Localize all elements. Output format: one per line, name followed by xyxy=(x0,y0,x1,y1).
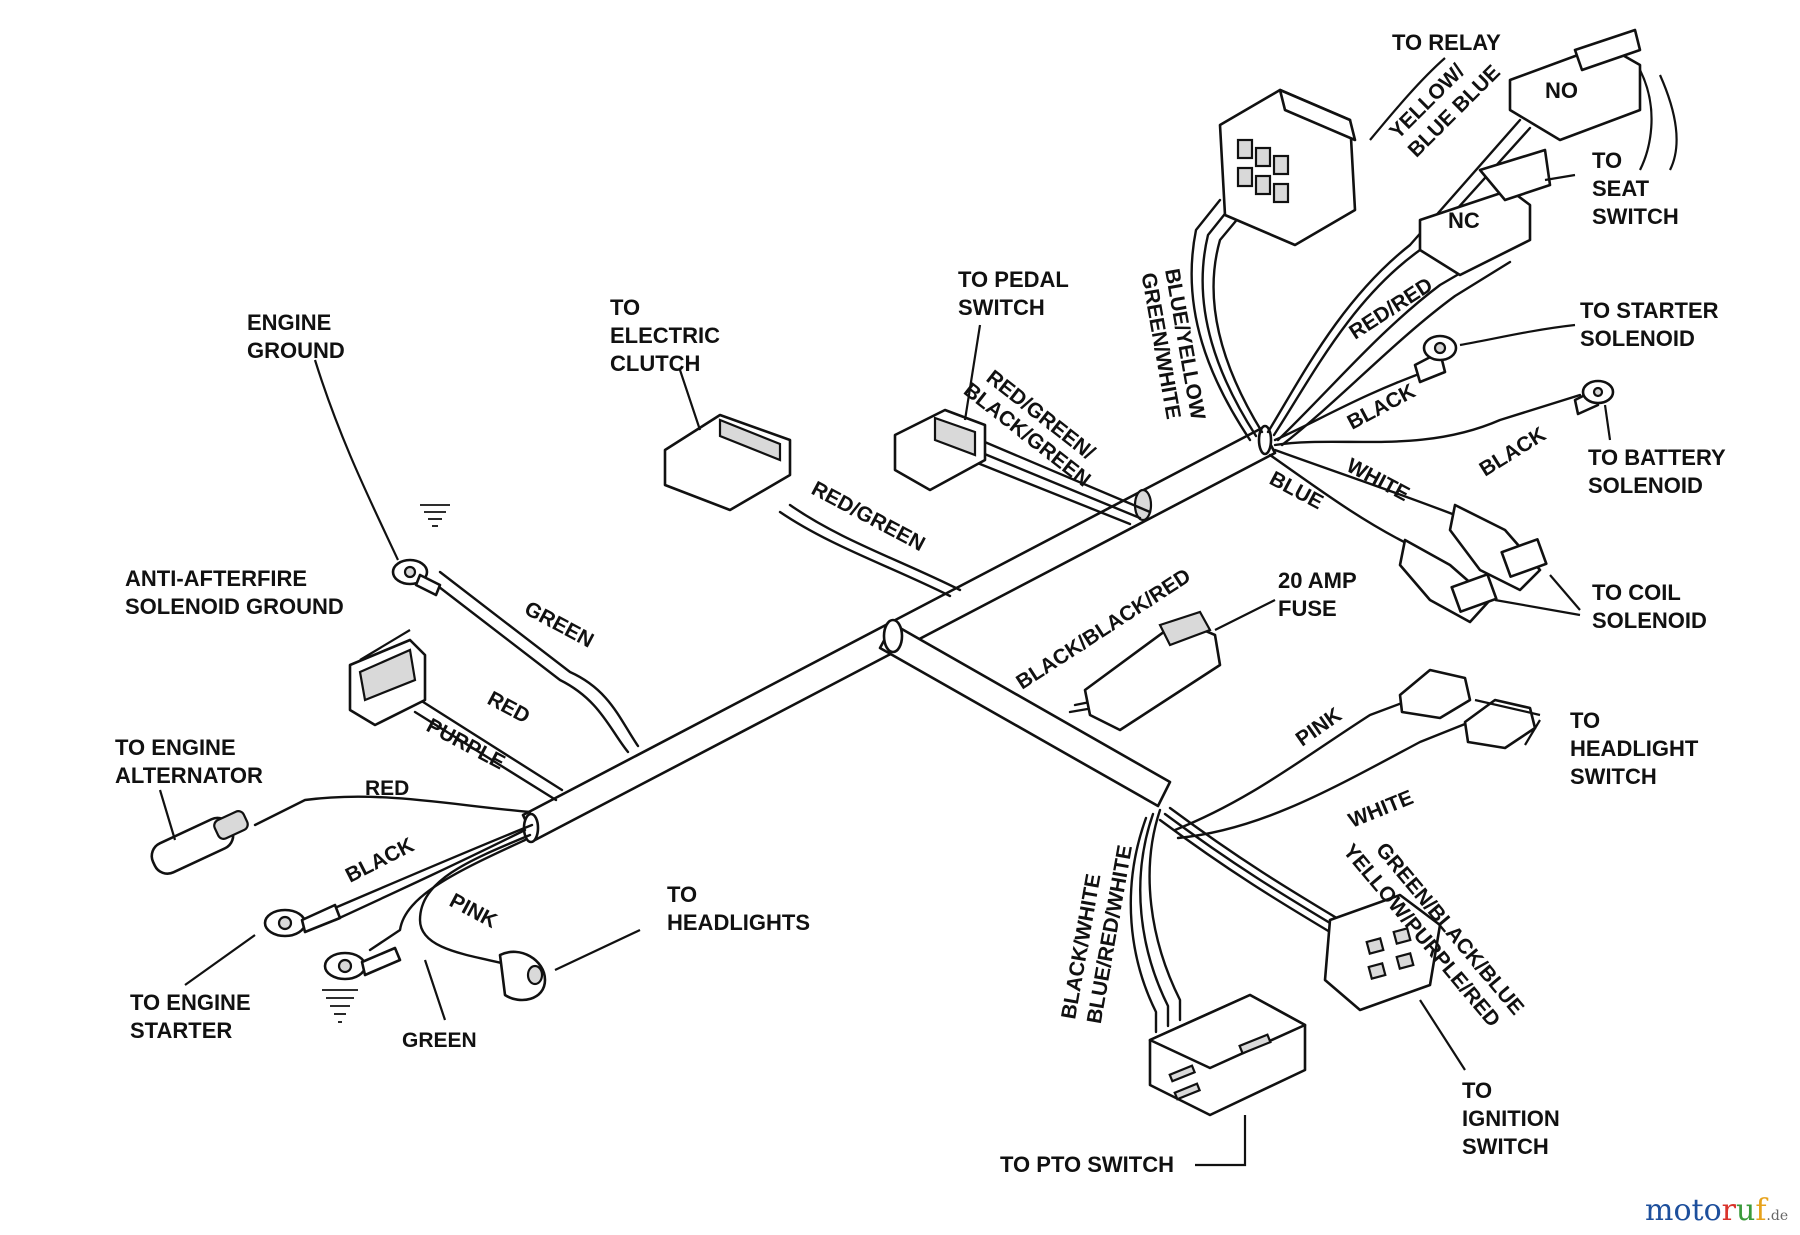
watermark-letter: o xyxy=(1704,1193,1722,1228)
connector-coil-lower xyxy=(1398,538,1498,624)
label-electric-clutch: TO ELECTRIC CLUTCH xyxy=(610,295,726,376)
label-to-relay: TO RELAY xyxy=(1392,30,1501,55)
watermark-letter: u xyxy=(1736,1193,1755,1228)
watermark-letter: o xyxy=(1673,1193,1691,1228)
watermark: motoruf.de xyxy=(1645,1193,1788,1228)
wire-labels: YELLOW/ BLUE BLUE BLUE/YELLOW GREEN/WHIT… xyxy=(342,60,1550,1052)
label-fuse: 20 AMP FUSE xyxy=(1278,568,1362,621)
connector-alternator xyxy=(150,810,249,875)
no-marking: NO xyxy=(1545,78,1578,103)
label-engine-ground: ENGINE GROUND xyxy=(247,310,345,363)
label-seat-switch: TO SEAT SWITCH xyxy=(1592,148,1679,229)
terminal-green-ground xyxy=(322,946,402,1023)
label-ignition-switch: TO IGNITION SWITCH xyxy=(1462,1078,1566,1159)
connector-headlight-switch-upper xyxy=(1398,668,1472,720)
watermark-letter: m xyxy=(1645,1193,1673,1228)
wire-pink-headlight: PINK xyxy=(1292,703,1346,751)
wire-black-battery: BLACK xyxy=(1475,423,1550,481)
connector-coil-upper xyxy=(1448,503,1548,592)
connector-headlights xyxy=(498,950,547,1002)
harness-clamp xyxy=(1133,488,1153,522)
harness-split-ring xyxy=(882,618,904,654)
connector-pto-switch xyxy=(1148,993,1307,1117)
connector-electric-clutch xyxy=(663,413,792,512)
wires xyxy=(253,118,1582,1034)
wire-green-bottom: GREEN xyxy=(402,1029,477,1052)
leader-arrows xyxy=(158,57,1678,1167)
connector-ignition-switch xyxy=(1323,893,1442,1012)
label-coil-solenoid: TO COIL SOLENOID xyxy=(1592,580,1707,633)
label-engine-alternator: TO ENGINE ALTERNATOR xyxy=(115,735,263,788)
label-pto-switch: TO PTO SWITCH xyxy=(1000,1152,1174,1177)
label-headlights: TO HEADLIGHTS xyxy=(667,882,810,935)
label-anti-afterfire: ANTI-AFTERFIRE SOLENOID GROUND xyxy=(125,566,344,619)
wire-red-anti: RED xyxy=(484,687,534,728)
terminal-engine-ground xyxy=(391,504,450,597)
nc-marking: NC xyxy=(1448,208,1480,233)
terminal-starter-solenoid xyxy=(1413,334,1458,384)
wire-black-starter: BLACK xyxy=(342,834,418,888)
terminal-battery-solenoid xyxy=(1573,379,1615,416)
callout-labels: TO RELAY TO SEAT SWITCH TO PEDAL SWITCH … xyxy=(115,30,1731,1177)
wire-purple: PURPLE xyxy=(423,714,509,774)
watermark-letter: r xyxy=(1722,1193,1737,1228)
terminal-engine-starter xyxy=(263,903,342,938)
label-battery-solenoid: TO BATTERY SOLENOID xyxy=(1588,445,1731,498)
watermark-letter: t xyxy=(1692,1193,1704,1228)
connector-headlight-switch-lower xyxy=(1463,698,1537,750)
wire-white-coil: WHITE xyxy=(1343,454,1414,506)
wire-red-green-clutch: RED/GREEN xyxy=(808,477,929,556)
wire-black-upper: BLACK xyxy=(1344,380,1420,435)
label-starter-solenoid: TO STARTER SOLENOID xyxy=(1580,298,1725,351)
wire-blue-yellow-green-white: BLUE/YELLOW GREEN/WHITE xyxy=(1136,267,1210,431)
label-engine-starter: TO ENGINE STARTER xyxy=(130,990,257,1043)
main-harness xyxy=(521,424,1277,844)
connector-anti-afterfire xyxy=(348,638,427,727)
wire-pto: BLACK/WHITE BLUE/RED/WHITE xyxy=(1057,839,1137,1026)
watermark-brand: motoruf xyxy=(1645,1193,1768,1228)
watermark-suffix: .de xyxy=(1766,1208,1788,1224)
wire-pink-headlights: PINK xyxy=(446,889,501,933)
connector-fuse xyxy=(1083,610,1222,732)
watermark-letter: f xyxy=(1755,1193,1768,1228)
connector-relay xyxy=(1218,88,1357,247)
connector-pedal-switch xyxy=(893,408,987,492)
ground-symbol-bottom xyxy=(322,989,358,1023)
label-headlight-switch: TO HEADLIGHT SWITCH xyxy=(1570,708,1704,789)
label-pedal-switch: TO PEDAL SWITCH xyxy=(958,267,1075,320)
wire-red-alternator: RED xyxy=(365,777,409,800)
connector-nc: NC xyxy=(1418,148,1552,277)
ground-symbol xyxy=(420,504,450,527)
connector-no: NO xyxy=(1508,28,1642,142)
wire-white-headlight: WHITE xyxy=(1345,786,1416,833)
